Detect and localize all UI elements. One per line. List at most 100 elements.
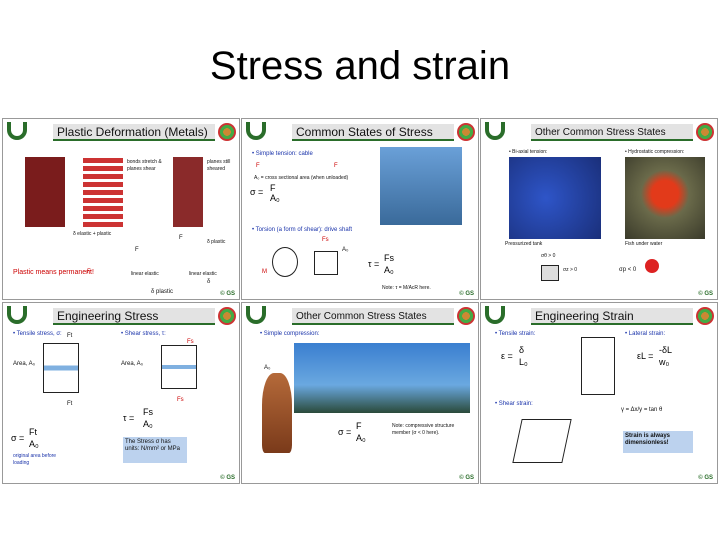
label: Area, A₀ [121,361,143,368]
equation: -δL [659,345,672,355]
lattice-diagram-3 [173,157,203,227]
label: • Tensile strain: [495,331,535,338]
equation: σ = [250,187,263,197]
label: Note: compressive structure member (σ < … [392,423,462,437]
seal-icon [457,307,475,325]
equation: A₀ [270,193,280,203]
label: A₀ [342,247,349,254]
slide-thumbnail-engineering-stress[interactable]: Engineering Stress • Tensile stress, σ: … [2,302,240,484]
slide-footer: © GS [220,291,235,297]
university-logo-icon [5,306,33,328]
seal-icon [457,123,475,141]
label: • Bi-axial tension: [509,149,547,156]
equation: τ = [123,413,134,423]
equation: ε = [501,351,513,361]
slide-title: Other Common Stress States [531,124,693,141]
label: Ft [67,333,72,340]
label: original area before loading [13,453,63,467]
label: Note: τ = M/AcR here. [382,285,431,292]
university-logo-icon [244,122,272,144]
label: Fish under water [625,241,662,248]
label: M [262,269,267,276]
university-logo-icon [483,306,511,328]
plastic-label: δ plastic [151,289,173,296]
elastic-label: linear elastic [189,271,217,278]
label: Area, A₀ [13,361,35,368]
force-label: F [179,235,183,242]
label: F [334,163,338,170]
university-logo-icon [244,306,272,328]
label: • Lateral strain: [625,331,665,338]
label: σz > 0 [563,267,577,274]
equation: τ = [368,259,379,269]
bridge-photo [294,343,470,413]
equation: w₀ [659,357,669,367]
slide-title: Common States of Stress [292,124,454,141]
slide-thumbnail-other-states[interactable]: Other Common Stress States • Bi-axial te… [480,118,718,300]
equation: F [270,183,276,193]
slide-thumbnail-engineering-strain[interactable]: Engineering Strain • Tensile strain: • L… [480,302,718,484]
label: Ft [67,401,72,408]
label: • Hydrostatic compression: [625,149,684,156]
slide-thumbnail-common-states[interactable]: Common States of Stress • Simple tension… [241,118,479,300]
slide-footer: © GS [459,291,474,297]
label: • Torsion (a form of shear): drive shaft [252,227,352,234]
label: Pressurized tank [505,241,542,248]
slide-title: Engineering Strain [531,308,693,325]
lattice-diagram-1 [25,157,65,227]
equation: A₀ [143,419,153,429]
slide-title: Other Common Stress States [292,308,454,325]
note-label: bonds stretch & planes shear [127,159,167,173]
units-note: The Stress σ has units: N/mm² or MPa [123,437,187,463]
label: • Shear stress, τ: [121,331,166,338]
dimensionless-note: Strain is always dimensionless! [623,431,693,453]
label: Fs [177,397,184,404]
plastic-note: Plastic means permanent! [13,269,94,276]
equation: δ [519,345,524,355]
university-logo-icon [5,122,33,144]
label: • Simple compression: [260,331,319,338]
element-diagram [541,265,559,281]
equation: Fs [384,253,394,263]
equation: σ = [338,427,351,437]
seal-icon [696,123,714,141]
force-label: F [135,247,139,254]
equation: A₀ [384,265,394,275]
equation: Fs [143,407,153,417]
cube-diagram [314,251,338,275]
label: • Tensile stress, σ: [13,331,62,338]
equation: εL = [637,351,653,361]
label: σθ > 0 [541,253,555,260]
page-title: Stress and strain [0,44,720,89]
shaft-diagram [272,247,298,277]
label: • Simple tension: cable [252,151,313,158]
note-label: planes still sheared [207,159,237,173]
label: A₀ [264,365,271,372]
seal-icon [218,307,236,325]
label: Fs [322,237,329,244]
note-label: δ elastic + plastic [73,231,111,238]
equation: F [356,421,362,431]
equation: γ = Δx/y = tan θ [621,407,662,414]
elastic-label: linear elastic [131,271,159,278]
slide-footer: © GS [698,475,713,481]
slide-thumbnail-compression[interactable]: Other Common Stress States • Simple comp… [241,302,479,484]
seal-icon [218,123,236,141]
shear-cube [161,345,197,389]
slide-grid: Plastic Deformation (Metals) F F Plastic… [2,118,718,484]
slide-thumbnail-plastic-deformation[interactable]: Plastic Deformation (Metals) F F Plastic… [2,118,240,300]
label: σp < 0 [619,267,636,274]
delta-label: δ [207,279,210,286]
strain-specimen [581,337,615,395]
rock-photo [262,373,292,453]
label: • Shear strain: [495,401,533,408]
equation: σ = [11,433,24,443]
tension-cube [43,343,79,393]
seal-icon [696,307,714,325]
lattice-diagram-2 [83,157,123,227]
slide-title: Engineering Stress [53,308,215,325]
tank-photo [509,157,601,239]
label: A₀ = cross sectional area (when unloaded… [254,175,348,182]
slide-title: Plastic Deformation (Metals) [53,124,215,141]
equation: L₀ [519,357,528,367]
